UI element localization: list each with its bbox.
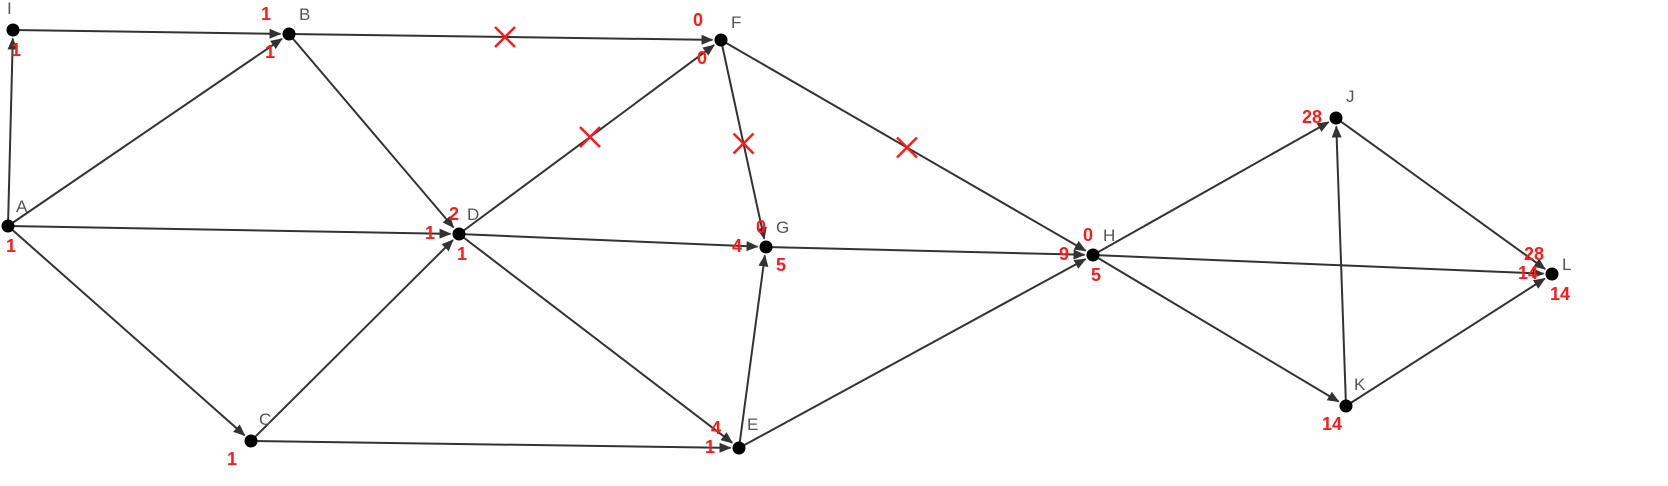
- edge-c-d: [250, 239, 454, 442]
- nodes-layer: [1, 23, 1559, 455]
- annotation-e-upper-left: 4: [711, 418, 721, 438]
- node-k: [1339, 399, 1353, 413]
- edge-b-f: [288, 33, 714, 45]
- node-a: [1, 219, 15, 233]
- node-label-i: I: [7, 0, 12, 18]
- edge-a-i: [7, 37, 18, 227]
- annotation-f-upper-left: 0: [693, 10, 703, 30]
- labels-layer: I B F A D G C E H J K L: [7, 0, 1571, 434]
- node-label-k: K: [1354, 375, 1366, 394]
- annotation-g-left: 4: [732, 236, 742, 256]
- node-f: [714, 33, 728, 47]
- cross-mark-d-f: [579, 126, 601, 148]
- annotation-i-below: 1: [11, 40, 21, 60]
- annotation-g-lower-right: 5: [776, 255, 786, 275]
- node-i: [6, 23, 20, 37]
- annotation-k-lower-left: 14: [1322, 414, 1342, 434]
- edge-k-l: [1345, 277, 1546, 407]
- node-h: [1086, 248, 1100, 262]
- edge-j-l: [1335, 117, 1546, 270]
- node-b: [282, 27, 296, 41]
- annotation-d-top: 2: [449, 204, 459, 224]
- annotation-h-below: 5: [1091, 265, 1101, 285]
- annotation-e-left: 1: [705, 437, 715, 457]
- edges-layer: [7, 28, 1546, 453]
- node-j: [1329, 111, 1343, 125]
- edge-b-d: [288, 33, 455, 229]
- node-label-f: F: [731, 13, 741, 32]
- node-label-c: C: [259, 410, 271, 429]
- edge-f-g: [720, 39, 767, 240]
- node-c: [244, 434, 258, 448]
- cross-mark-f-g: [732, 132, 755, 155]
- node-label-e: E: [747, 415, 758, 434]
- edge-c-e: [250, 440, 732, 453]
- cross-mark-f-h: [896, 136, 918, 159]
- node-g: [759, 240, 773, 254]
- node-label-g: G: [776, 218, 789, 237]
- annotation-a-below: 1: [6, 236, 16, 256]
- annotation-d-below: 1: [457, 244, 467, 264]
- annotation-h-top: 0: [1083, 225, 1093, 245]
- node-e: [732, 441, 746, 455]
- node-label-l: L: [1562, 255, 1571, 274]
- edge-a-d: [7, 225, 452, 239]
- node-label-d: D: [467, 205, 479, 224]
- node-l: [1545, 267, 1559, 281]
- annotation-l-below: 14: [1550, 284, 1570, 304]
- annotation-d-left: 1: [425, 223, 435, 243]
- annotation-l-upper-left: 28: [1524, 244, 1544, 264]
- edge-a-b: [7, 37, 283, 227]
- node-d: [452, 227, 466, 241]
- annotation-c-lower-left: 1: [227, 449, 237, 469]
- annotation-g-top: 0: [756, 217, 766, 237]
- edge-e-g: [738, 254, 769, 449]
- annotation-l-left: 14: [1518, 263, 1538, 283]
- edge-g-h: [765, 246, 1086, 260]
- node-label-h: H: [1103, 226, 1115, 245]
- edge-h-j: [1092, 121, 1330, 256]
- cross-mark-b-f: [494, 26, 516, 48]
- node-label-a: A: [16, 197, 28, 216]
- annotation-j-left: 28: [1302, 107, 1322, 127]
- annotation-b-lower-left: 1: [265, 42, 275, 62]
- node-label-b: B: [299, 5, 310, 24]
- edge-a-c: [7, 225, 246, 437]
- edge-k-j: [1331, 125, 1347, 407]
- edge-d-g: [458, 233, 759, 252]
- edge-h-l: [1092, 254, 1545, 279]
- edge-h-k: [1092, 254, 1340, 403]
- node-label-j: J: [1346, 87, 1355, 106]
- annotation-b-upper-left: 1: [261, 4, 271, 24]
- crosses-layer: [494, 26, 918, 159]
- edge-d-e: [458, 233, 734, 444]
- annotation-f-lower-left: 0: [697, 48, 707, 68]
- annotation-h-left: 9: [1059, 244, 1069, 264]
- edge-e-h: [738, 258, 1087, 449]
- edge-i-b: [12, 28, 282, 39]
